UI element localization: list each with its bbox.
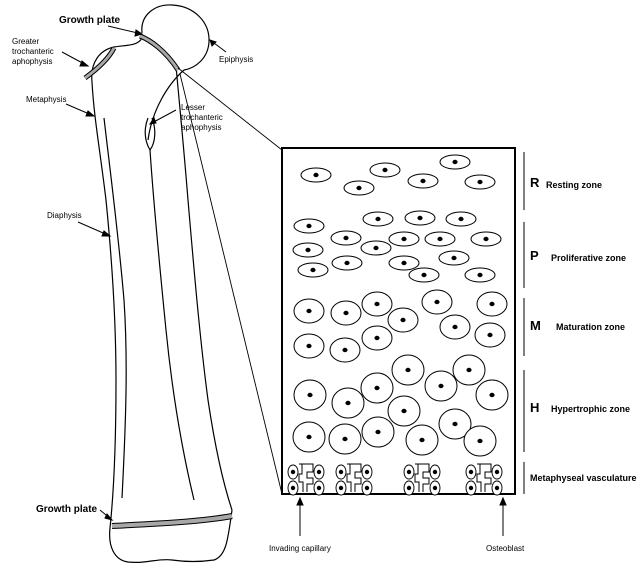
zone-name-hypertrophic: Hypertrophic zone [551,404,630,414]
hypertrophic-chondrocyte [476,380,508,410]
proliferative-chondrocyte [389,232,419,246]
maturation-chondrocyte [362,326,392,350]
lesser-trochanteric-label-1: Lesser [181,103,205,112]
hypertrophic-chondrocyte [464,426,496,456]
hypertrophic-chondrocyte [425,371,457,401]
resting-chondrocyte [408,174,438,188]
maturation-chondrocyte [388,308,418,332]
femoral-head [142,5,209,70]
greater-trochanter-outline [92,38,142,82]
maturation-chondrocyte [440,315,470,339]
zone-letter-resting: R [530,175,540,190]
proliferative-chondrocyte [389,256,419,270]
proliferative-chondrocyte [363,212,393,226]
growth-plate-bands [85,36,232,526]
proximal-growth-plate [140,36,178,70]
epiphysis-label: Epiphysis [219,55,253,64]
proliferative-chondrocyte [446,212,476,226]
greater-trochanteric-label-3: aphophysis [12,57,52,66]
proliferative-chondrocyte [465,268,495,282]
hypertrophic-chondrocyte [361,373,393,403]
hypertrophic-chondrocyte [392,355,424,385]
femur-bone [92,5,232,562]
hypertrophic-chondrocyte [329,424,361,454]
hypertrophic-chondrocyte [293,422,325,452]
zone-letter-maturation: M [530,318,541,333]
resting-chondrocyte [370,163,400,177]
growth-plate-bottom-label: Growth plate [36,504,98,515]
shaft-inner-right [150,150,194,500]
resting-chondrocyte [301,168,331,182]
resting-chondrocyte [465,175,495,189]
zone-name-metaphyseal-vasculature: Metaphyseal vasculature [530,473,637,483]
metaphysis-label: Metaphysis [26,95,66,104]
greater-trochanteric-label-2: trochanteric [12,47,54,56]
proliferative-chondrocyte [332,256,362,270]
zone-letter-hypertrophic: H [530,400,539,415]
proliferative-chondrocyte [361,241,391,255]
maturation-chondrocyte [422,290,452,314]
maturation-chondrocyte [362,292,392,316]
hypertrophic-chondrocyte [294,380,326,410]
proliferative-chondrocyte [439,251,469,265]
maturation-chondrocyte [330,338,360,362]
zone-letter-proliferative: P [530,248,539,263]
osteoblast-label: Osteoblast [486,544,525,553]
zone-name-resting: Resting zone [546,180,602,190]
hypertrophic-chondrocyte [453,355,485,385]
proliferative-chondrocyte [293,243,323,257]
maturation-chondrocyte [294,299,324,323]
greater-trochanteric-label-1: Greater [12,37,39,46]
femoral-neck [148,70,184,140]
proliferative-chondrocyte [409,268,439,282]
zone-labels: R Resting zone P Proliferative zone M Ma… [530,175,637,483]
proliferative-chondrocyte [298,263,328,277]
proliferative-chondrocyte [471,232,501,246]
hypertrophic-chondrocyte [388,396,420,426]
proliferative-chondrocyte [294,219,324,233]
maturation-chondrocyte [477,292,507,316]
lesser-trochanteric-label-2: trochanteric [181,113,223,122]
resting-chondrocyte [344,181,374,195]
hypertrophic-chondrocyte [406,425,438,455]
bone-labels: Growth plate Greater trochanteric aphoph… [12,15,253,515]
lesser-trochanteric-label-3: aphophysis [181,123,221,132]
proliferative-chondrocyte [425,232,455,246]
proliferative-chondrocyte [405,211,435,225]
hypertrophic-chondrocyte [332,388,364,418]
bottom-labels: Invading capillary Osteoblast [269,544,525,553]
shaft-outer-left [92,82,116,528]
shaft-outer-right [176,66,232,510]
maturation-chondrocyte [331,301,361,325]
growth-plate-top-label: Growth plate [59,15,121,26]
zone-name-proliferative: Proliferative zone [551,253,626,263]
proliferative-chondrocyte [331,231,361,245]
maturation-chondrocyte [294,334,324,358]
diaphysis-label: Diaphysis [47,211,82,220]
zone-name-maturation: Maturation zone [556,322,625,332]
hypertrophic-chondrocyte [362,417,394,447]
resting-chondrocyte [440,155,470,169]
maturation-chondrocyte [475,323,505,347]
invading-capillary-label: Invading capillary [269,544,331,553]
